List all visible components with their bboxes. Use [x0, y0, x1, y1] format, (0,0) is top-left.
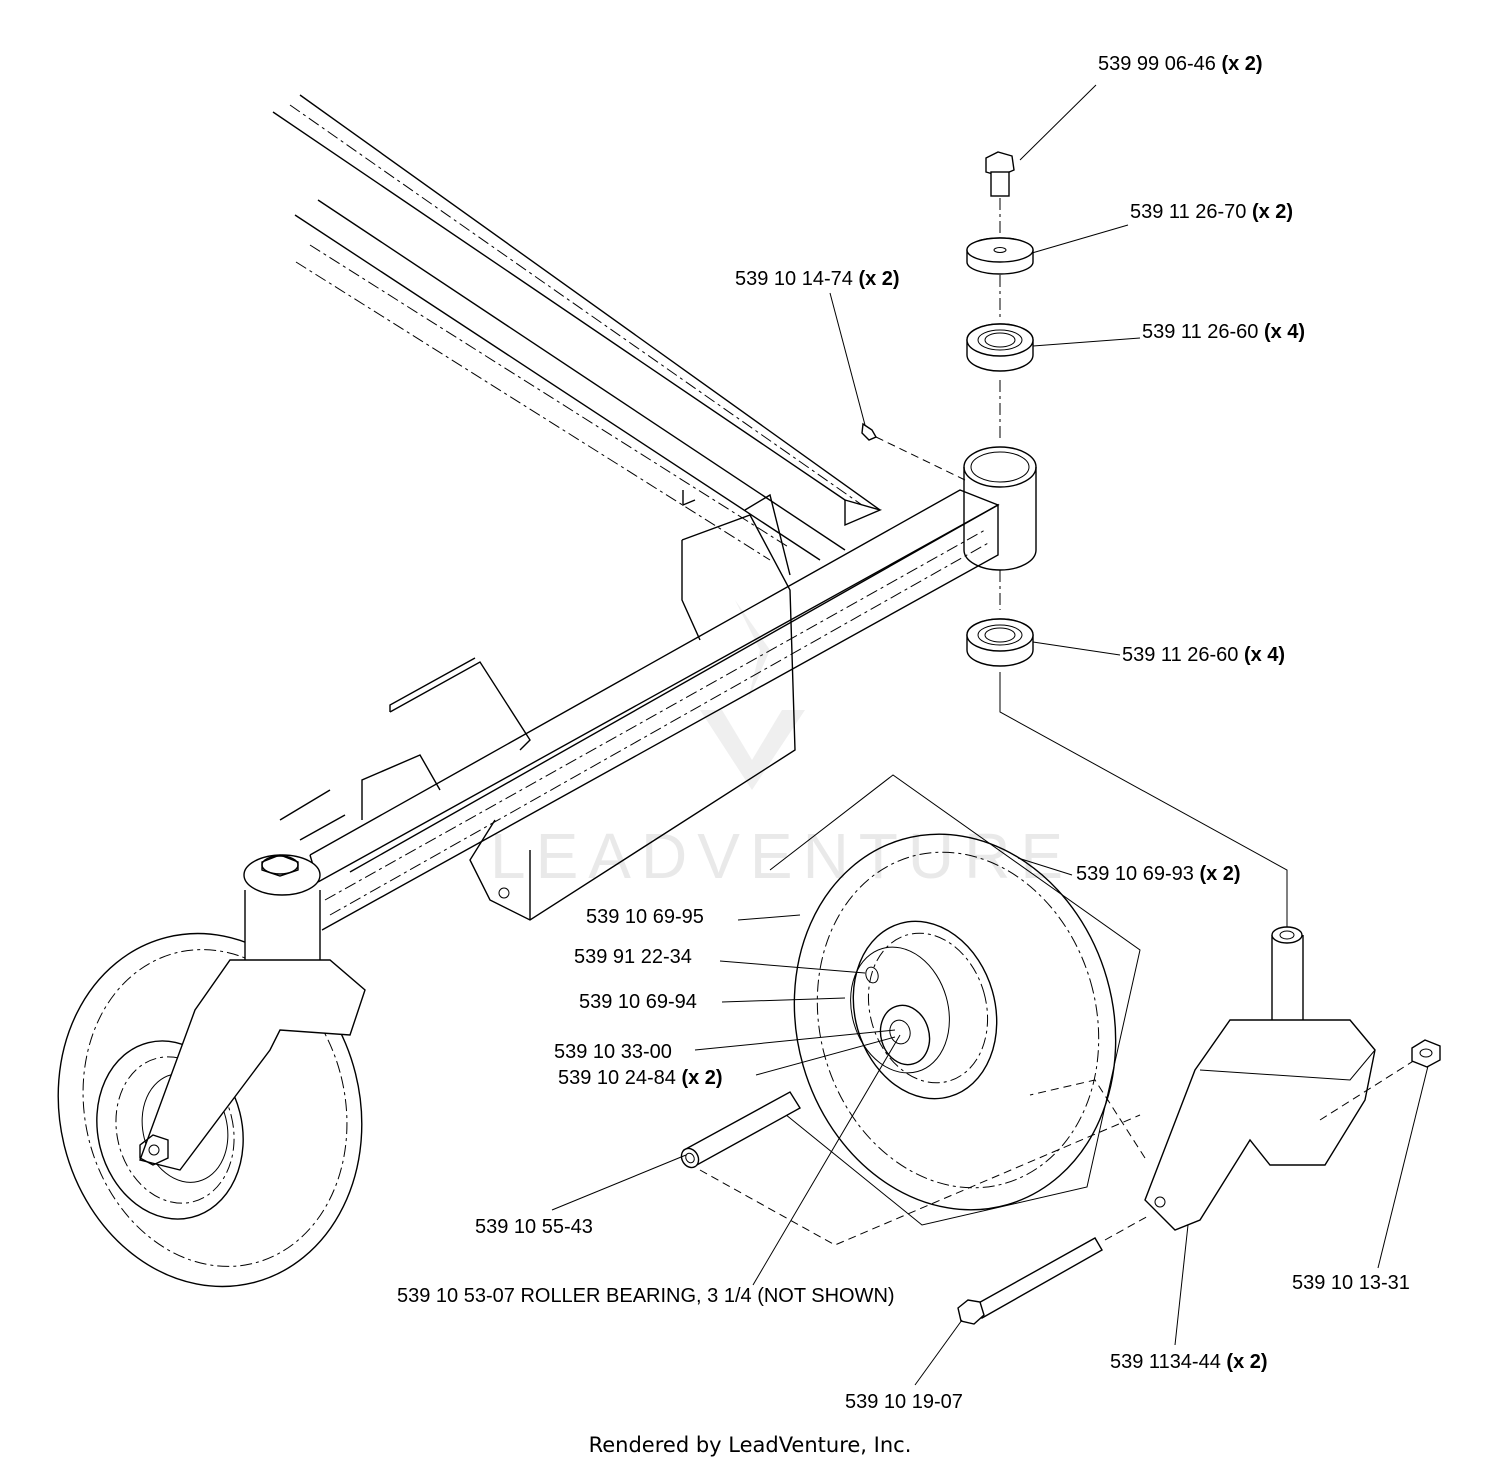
pivot-sleeve: [963, 380, 1037, 610]
leadventure-watermark: LEADVENTURE: [490, 600, 1073, 892]
spacer-tube: [680, 1091, 1141, 1246]
label-539-10-33-00: 539 10 33-00: [554, 1041, 672, 1063]
label-539-11-26-60-bottom: 539 11 26-60 (x 4): [1122, 644, 1285, 666]
grease-fitting: [861, 422, 966, 481]
assembled-caster-wheel: [57, 854, 366, 1288]
label-539-10-14-74: 539 10 14-74 (x 2): [735, 268, 900, 290]
part-labels: 539 99 06-46 (x 2) 539 11 26-70 (x 2) 53…: [397, 53, 1410, 1413]
mount-brackets: [279, 490, 796, 921]
label-539-10-69-95: 539 10 69-95: [586, 906, 704, 928]
label-539-1134-44: 539 1134-44 (x 2): [1110, 1351, 1268, 1373]
label-539-10-24-84: 539 10 24-84 (x 2): [558, 1067, 723, 1089]
caster-fork: [1029, 926, 1416, 1231]
cross-tube: [309, 489, 1000, 931]
flange-bearing-top: [966, 323, 1034, 372]
axle-bolt: [957, 1214, 1151, 1325]
label-539-10-69-93: 539 10 69-93 (x 2): [1076, 863, 1241, 885]
flange-bearing-bottom: [966, 618, 1288, 930]
frame-rails: [272, 94, 883, 561]
washer: [966, 237, 1034, 318]
label-539-11-26-70: 539 11 26-70 (x 2): [1130, 201, 1293, 223]
label-539-10-69-94: 539 10 69-94: [579, 991, 697, 1013]
leader-lines: [551, 84, 1429, 1386]
label-539-91-22-34: 539 91 22-34: [574, 946, 692, 968]
label-539-10-55-43: 539 10 55-43: [475, 1216, 593, 1238]
label-539-10-19-07: 539 10 19-07: [845, 1391, 963, 1413]
label-539-11-26-60-top: 539 11 26-60 (x 4): [1142, 321, 1305, 343]
exploded-wheel: [769, 774, 1141, 1226]
hex-bolt: [985, 151, 1015, 235]
footer-credit: Rendered by LeadVenture, Inc.: [589, 1433, 912, 1457]
label-539-99-06-46: 539 99 06-46 (x 2): [1098, 53, 1263, 75]
watermark-text: LEADVENTURE: [490, 820, 1073, 892]
label-539-10-13-31: 539 10 13-31: [1292, 1272, 1410, 1294]
label-539-10-53-07: 539 10 53-07 ROLLER BEARING, 3 1/4 (NOT …: [397, 1285, 895, 1307]
lock-nut: [1411, 1039, 1441, 1068]
